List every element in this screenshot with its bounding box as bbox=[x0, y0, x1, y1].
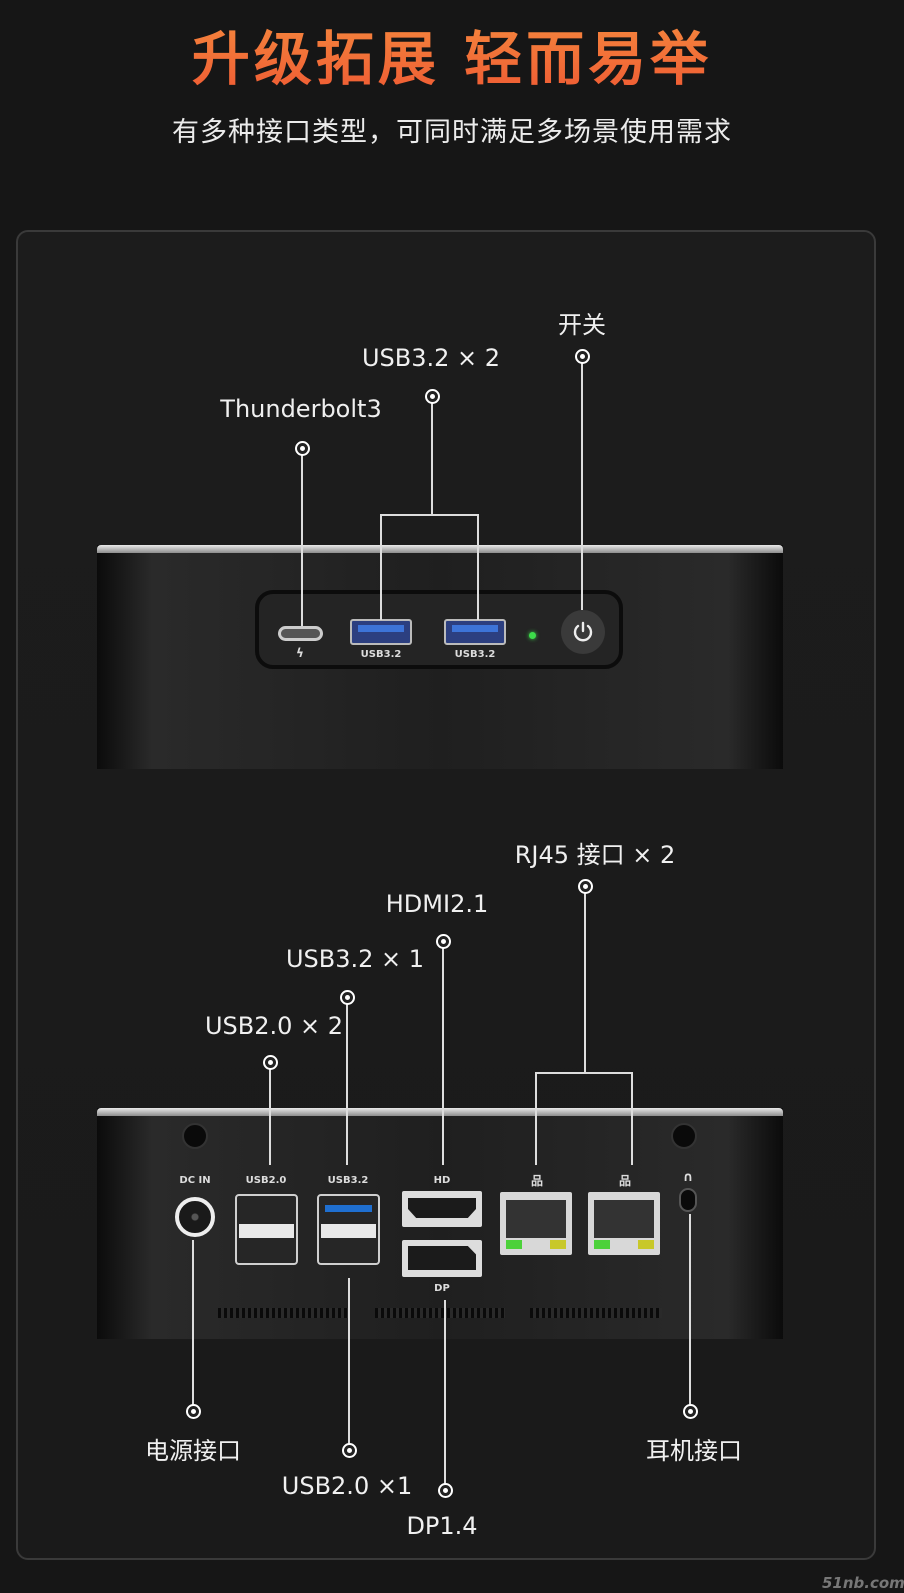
dp-label: DP bbox=[434, 1283, 450, 1294]
headphone-icon: ∩ bbox=[682, 1170, 694, 1185]
leader-line bbox=[192, 1240, 194, 1411]
label-usb20-x2: USB2.0 × 2 bbox=[204, 1012, 344, 1040]
thunderbolt-icon: ϟ bbox=[296, 646, 304, 660]
label-dp: DP1.4 bbox=[406, 1512, 478, 1540]
screw-hole bbox=[182, 1123, 208, 1149]
power-led bbox=[529, 632, 536, 639]
headphone-jack bbox=[679, 1188, 697, 1212]
usb32-usb20-port-stack bbox=[317, 1194, 380, 1265]
marker-dot bbox=[683, 1404, 698, 1419]
dc-in-port bbox=[175, 1197, 215, 1237]
screw-hole bbox=[671, 1123, 697, 1149]
usb-port-label: USB3.2 bbox=[360, 649, 402, 660]
leader-line bbox=[442, 941, 444, 1165]
label-rj45: RJ45 接口 × 2 bbox=[514, 841, 676, 869]
leader-line bbox=[631, 1072, 633, 1165]
subtitle: 有多种接口类型，可同时满足多场景使用需求 bbox=[172, 117, 732, 148]
hd-label: HD bbox=[433, 1175, 451, 1186]
displayport-port bbox=[402, 1240, 482, 1277]
network-icon: 品 bbox=[530, 1174, 544, 1188]
usb-c-port bbox=[278, 626, 323, 641]
usb-a-port-1 bbox=[350, 619, 412, 645]
usb20-port-stack bbox=[235, 1194, 298, 1265]
marker-dot bbox=[186, 1404, 201, 1419]
rj45-port-2 bbox=[588, 1192, 660, 1255]
marker-dot bbox=[263, 1055, 278, 1070]
power-button bbox=[561, 610, 605, 654]
leader-line bbox=[444, 1300, 446, 1490]
vent bbox=[375, 1308, 505, 1318]
rj45-port-1 bbox=[500, 1192, 572, 1255]
usb32-label: USB3.2 bbox=[327, 1175, 369, 1186]
power-icon bbox=[573, 621, 593, 642]
marker-dot bbox=[342, 1443, 357, 1458]
label-usb20-x1: USB2.0 ×1 bbox=[281, 1472, 413, 1500]
vent bbox=[218, 1308, 350, 1318]
leader-line bbox=[380, 514, 382, 620]
label-headphone: 耳机接口 bbox=[646, 1437, 742, 1465]
usb-a-port-2 bbox=[444, 619, 506, 645]
leader-line bbox=[380, 514, 479, 516]
label-usb32-x1: USB3.2 × 1 bbox=[285, 945, 425, 973]
network-icon: 品 bbox=[618, 1174, 632, 1188]
label-thunderbolt: Thunderbolt3 bbox=[220, 395, 382, 423]
vent bbox=[530, 1308, 662, 1318]
leader-line bbox=[346, 997, 348, 1165]
label-hdmi: HDMI2.1 bbox=[385, 890, 489, 918]
marker-dot bbox=[295, 441, 310, 456]
leader-line bbox=[301, 448, 303, 626]
marker-dot bbox=[575, 349, 590, 364]
marker-dot bbox=[578, 879, 593, 894]
leader-line bbox=[535, 1072, 633, 1074]
page-title: 升级拓展 轻而易举 bbox=[0, 12, 904, 96]
leader-line bbox=[431, 396, 433, 515]
label-power-port: 电源接口 bbox=[145, 1437, 241, 1465]
leader-line bbox=[477, 514, 479, 620]
leader-line bbox=[581, 356, 583, 610]
leader-line bbox=[348, 1278, 350, 1450]
marker-dot bbox=[340, 990, 355, 1005]
usb20-label: USB2.0 bbox=[245, 1175, 287, 1186]
leader-line bbox=[535, 1072, 537, 1165]
usb-port-label: USB3.2 bbox=[454, 649, 496, 660]
dc-in-label: DC IN bbox=[179, 1175, 211, 1186]
marker-dot bbox=[425, 389, 440, 404]
marker-dot bbox=[436, 934, 451, 949]
label-usb32-x2: USB3.2 × 2 bbox=[361, 344, 501, 372]
leader-line bbox=[689, 1214, 691, 1411]
leader-line bbox=[584, 886, 586, 1073]
watermark: 51nb.com bbox=[822, 1574, 904, 1592]
label-power-switch: 开关 bbox=[558, 311, 606, 339]
hdmi-port bbox=[402, 1191, 482, 1227]
marker-dot bbox=[438, 1483, 453, 1498]
leader-line bbox=[269, 1062, 271, 1165]
